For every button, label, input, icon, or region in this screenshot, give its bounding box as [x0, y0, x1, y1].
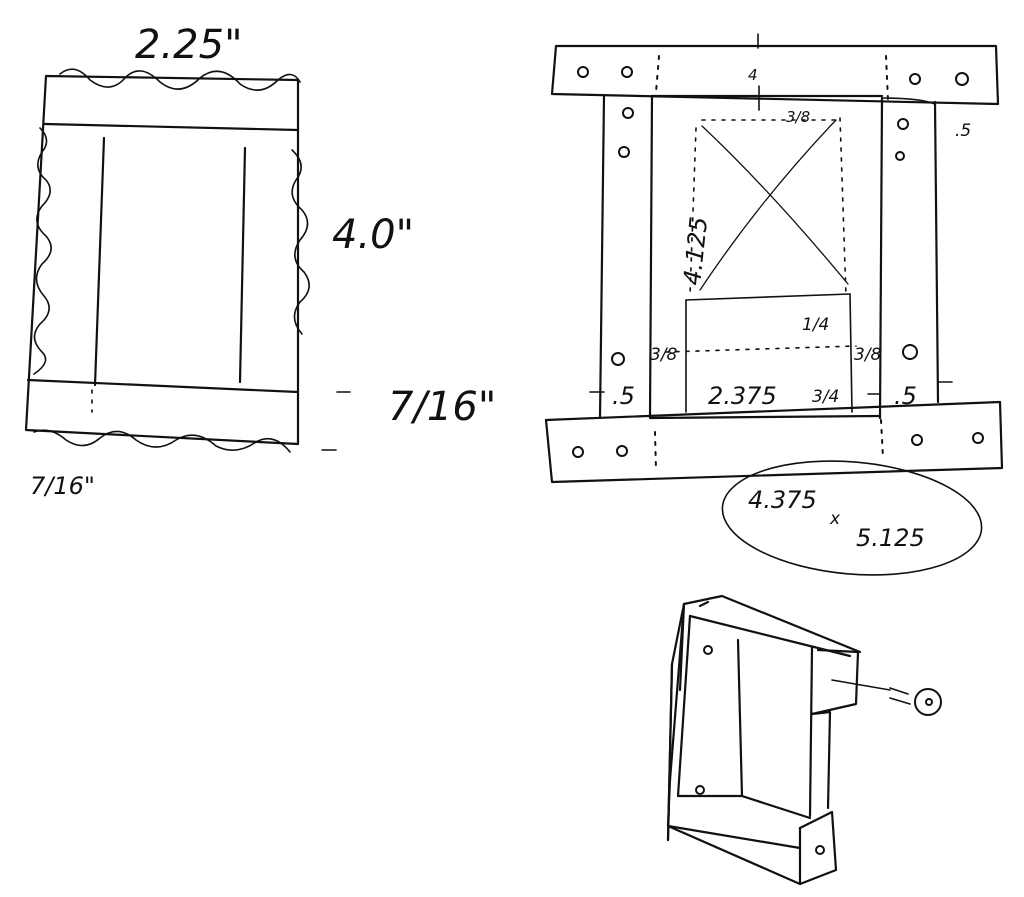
overall-size-label-1: 4.375: [748, 486, 817, 514]
left-bottom-gap-label: 7/16": [30, 472, 95, 500]
box-perspective-drawing: [666, 594, 942, 886]
left-frame-drawing: [24, 68, 351, 453]
right-inner-width-label: 2.375: [708, 382, 777, 410]
right-window-height-label: 4.125: [678, 215, 713, 286]
overall-size-ellipse: [721, 460, 983, 576]
overall-size-label-2: 5.125: [856, 524, 925, 552]
right-frame-drawing: [544, 33, 1004, 484]
overall-size-label-x: x: [829, 509, 841, 529]
right-top-right-label: .5: [955, 121, 971, 141]
box-holes: [695, 645, 825, 855]
right-right-inset-label: 3/8: [854, 345, 882, 365]
right-right-margin-label: .5: [894, 382, 917, 410]
right-top-offset-label: 4: [748, 66, 758, 84]
left-width-label: 2.25": [135, 22, 242, 68]
right-bottom-gap-label: 3/4: [812, 387, 839, 407]
right-left-margin-label: .5: [612, 382, 635, 410]
mounting-holes: [572, 66, 984, 458]
right-lower-gap-label: 1/4: [802, 315, 829, 335]
right-window-top-label: 3/8: [786, 108, 810, 126]
left-height-label: 4.0": [332, 212, 414, 258]
left-right-gap-label: 7/16": [388, 384, 496, 430]
right-left-inset-label: 3/8: [650, 345, 678, 365]
